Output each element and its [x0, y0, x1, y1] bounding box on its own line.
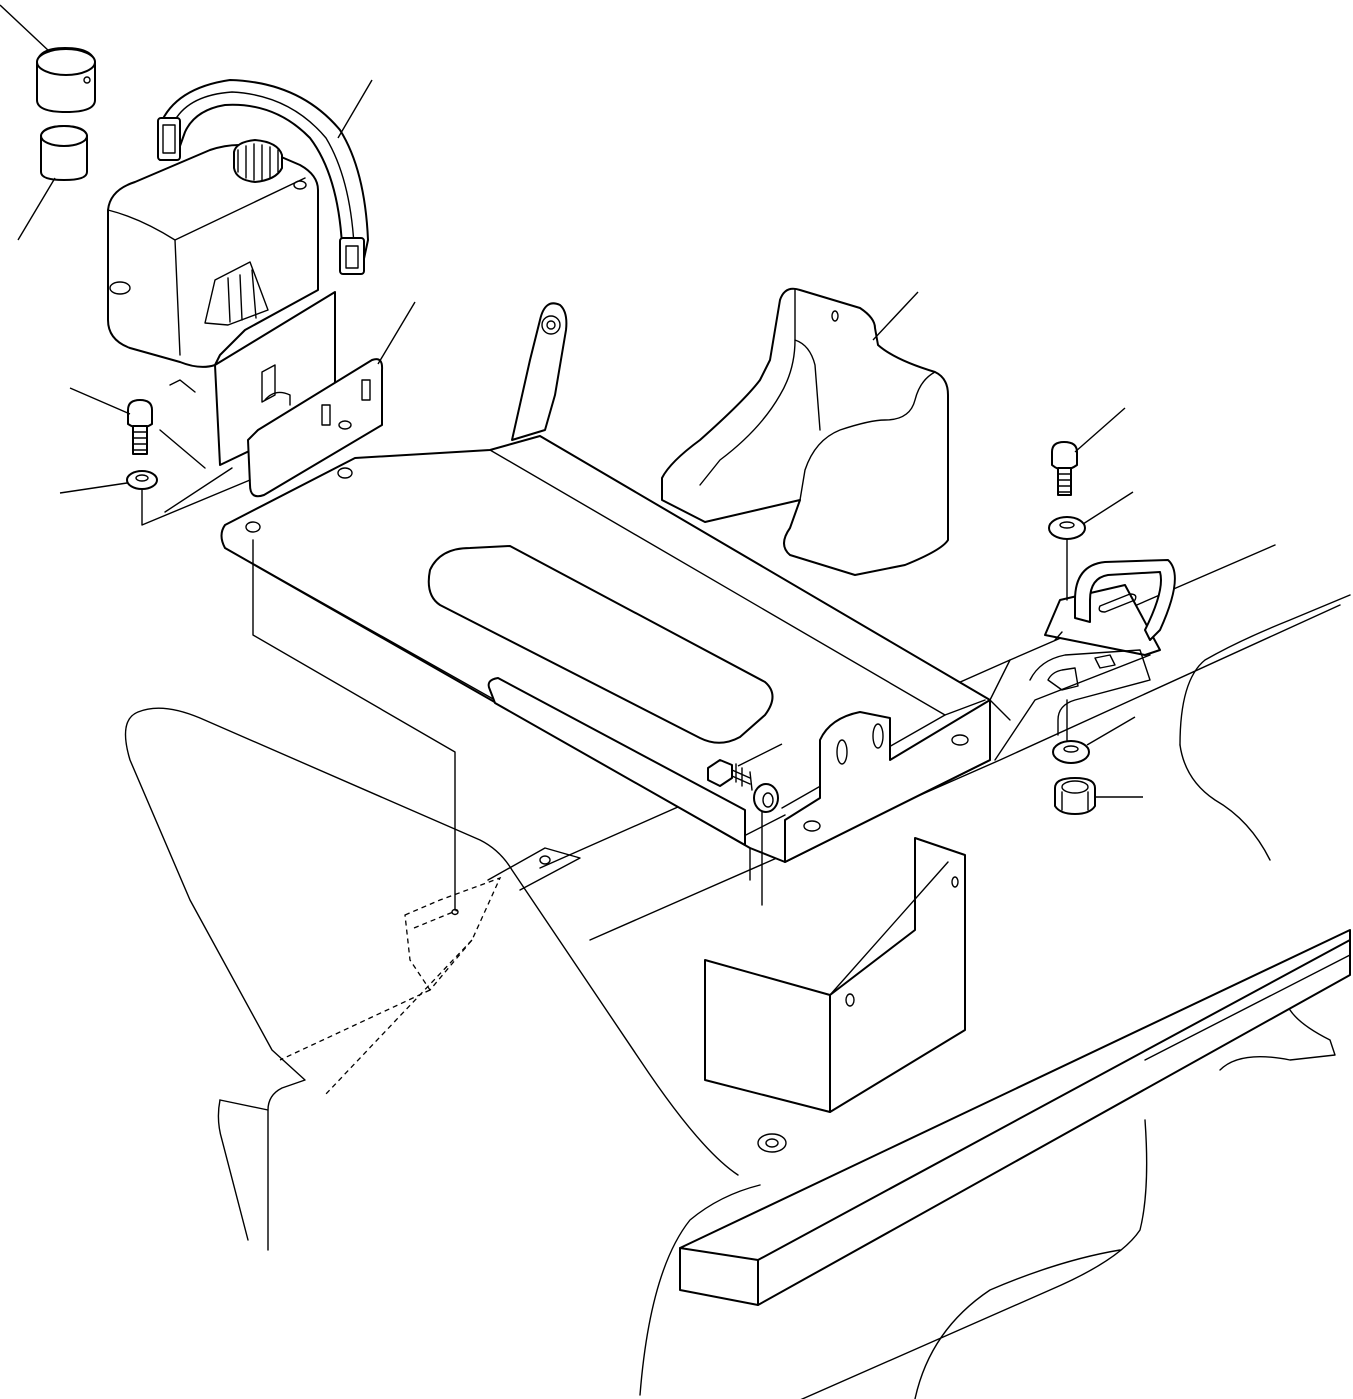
washer-left [126, 470, 158, 490]
deck-mount-plate [1029, 649, 1151, 736]
cap-part-upper [36, 47, 96, 113]
leader-bolt-left [69, 387, 131, 415]
leader-bolt-right [1074, 407, 1126, 453]
leader-rear-bracket [872, 291, 919, 341]
leader-strap [337, 79, 373, 139]
leader-tray-bolt [737, 743, 783, 767]
rear-bracket [661, 287, 949, 576]
leader-cap-lower [17, 177, 56, 241]
washer-right-upper [1048, 516, 1086, 540]
washer-right-lower [1052, 740, 1090, 764]
leader-cap-upper [0, 4, 51, 53]
hidden-mount-dashed [279, 847, 581, 1096]
hand-rail-bar [679, 929, 1351, 1306]
bolt-left [127, 399, 153, 455]
tank-strap [157, 79, 369, 275]
cap-part-lower [40, 125, 88, 181]
support-bracket [704, 837, 966, 1113]
main-tray [220, 302, 991, 881]
leader-washer-left [59, 482, 128, 494]
washer-tank [107, 139, 319, 393]
callout-leaders [0, 4, 1143, 798]
clamp-plate [214, 291, 384, 498]
assembly-lines [141, 429, 1068, 911]
leader-washer-right-lower [1086, 716, 1136, 746]
tie-down-hook [1044, 559, 1176, 656]
bolt-right [1051, 441, 1078, 496]
nut-right [1054, 777, 1096, 815]
leader-clamp-plate [377, 301, 416, 365]
leader-washer-right-upper [1082, 491, 1134, 525]
